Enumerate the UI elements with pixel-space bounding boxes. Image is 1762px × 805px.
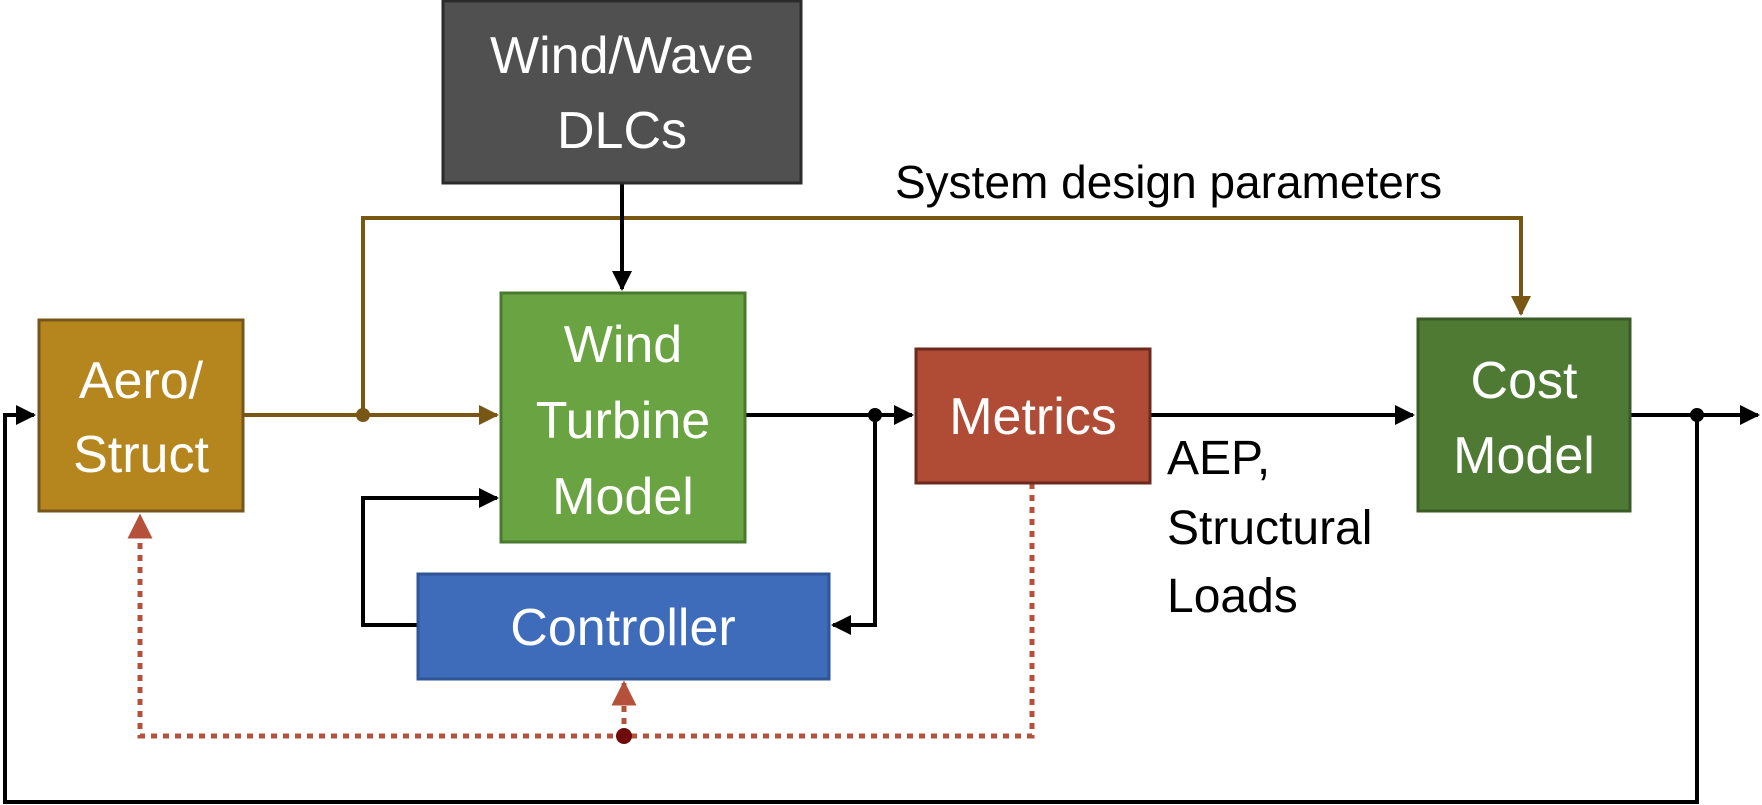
- feedback-junction-dot: [616, 728, 632, 744]
- metrics-block: Metrics: [914, 347, 1152, 485]
- aero-label-line-1: Aero/: [79, 352, 204, 410]
- cost-label-line-1: Cost: [1471, 352, 1578, 410]
- outputs-label-line-1: AEP,: [1167, 432, 1270, 485]
- turbine-label-line-1: Wind: [564, 316, 682, 374]
- cost-model-block: Cost Model: [1416, 317, 1632, 513]
- dlc-label-line-1: Wind/Wave: [490, 27, 754, 85]
- controller-block: Controller: [416, 572, 831, 681]
- wind-turbine-model-block: Wind Turbine Model: [499, 291, 747, 544]
- outputs-label-line-2: Structural: [1167, 502, 1372, 555]
- dlc-label-line-2: DLCs: [557, 102, 687, 160]
- controller-label: Controller: [510, 599, 735, 657]
- system-design-parameters-label: System design parameters: [895, 156, 1442, 208]
- aero-struct-block: Aero/ Struct: [37, 318, 245, 513]
- junction-to-controller-line: [831, 415, 877, 635]
- turbine-label-line-3: Model: [552, 468, 694, 526]
- aero-label-line-2: Struct: [73, 426, 209, 484]
- metrics-junction-dot: [868, 408, 882, 422]
- cost-junction-dot: [1690, 408, 1704, 422]
- cost-label-line-2: Model: [1453, 427, 1595, 485]
- param-line-top: [361, 216, 1531, 415]
- controller-to-turbine-line: [361, 488, 499, 627]
- metrics-dotted-feedback: [127, 483, 1035, 739]
- param-junction-dot: [356, 408, 370, 422]
- metrics-label: Metrics: [949, 388, 1117, 446]
- turbine-label-line-2: Turbine: [536, 392, 710, 450]
- dlc-block: Wind/Wave DLCs: [441, 0, 803, 185]
- outputs-label-line-3: Loads: [1167, 570, 1298, 623]
- outer-feedback-loop: [3, 405, 1699, 804]
